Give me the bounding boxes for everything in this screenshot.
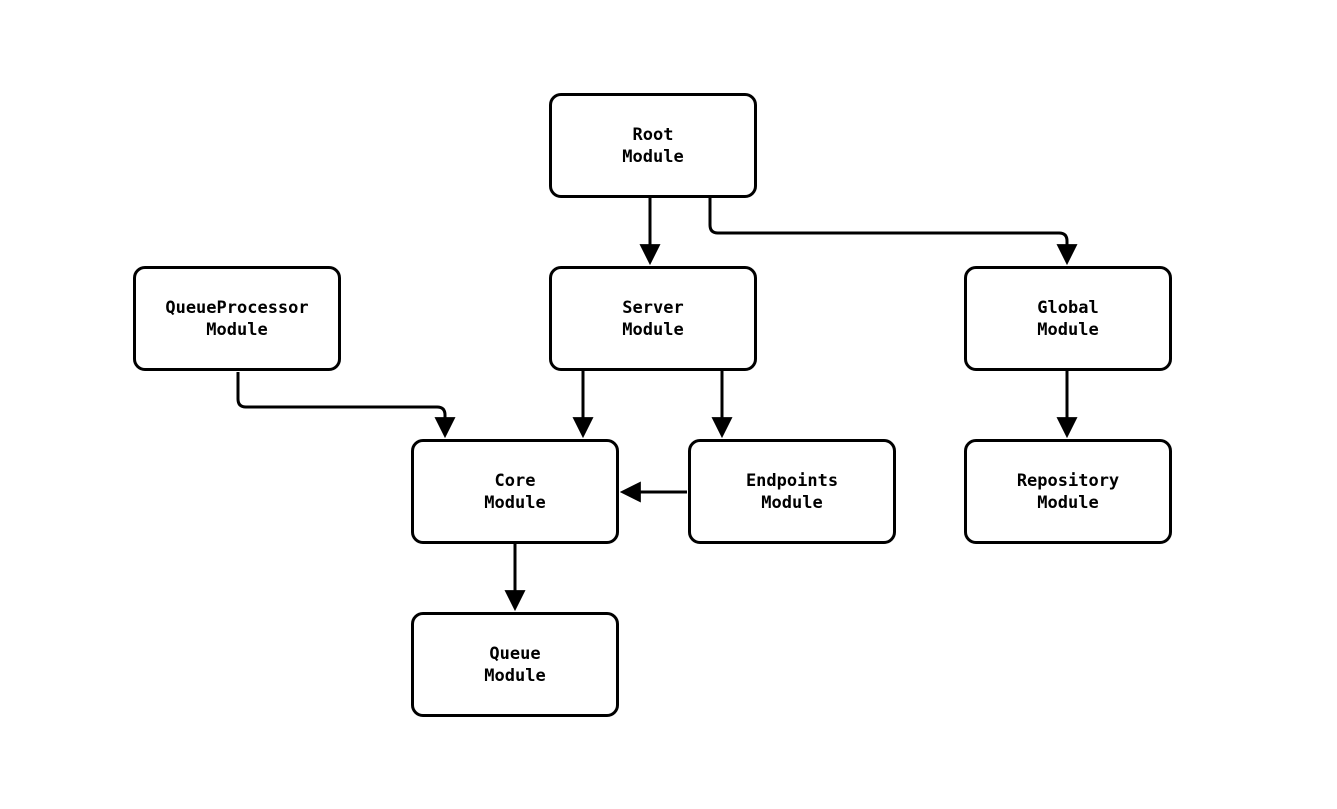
- edge-queueprocessor-module-to-core-module: [236, 372, 456, 439]
- node-label: QueueProcessor: [165, 297, 309, 318]
- node-label: Core: [494, 470, 536, 491]
- node-label: Repository: [1016, 470, 1120, 491]
- node-label: Endpoints: [745, 470, 839, 491]
- node-label: Module: [206, 319, 268, 340]
- node-label: Queue: [489, 643, 541, 664]
- node-label: Module: [1037, 492, 1099, 513]
- node-label: Module: [1037, 319, 1099, 340]
- node-label: Module: [484, 492, 546, 513]
- node-label: Module: [484, 665, 546, 686]
- node-label: Root: [632, 124, 674, 145]
- node-label: Module: [761, 492, 823, 513]
- node-label: Module: [622, 146, 684, 167]
- node-label: Module: [622, 319, 684, 340]
- node-label: Global: [1037, 297, 1099, 318]
- node-label: Server: [622, 297, 684, 318]
- edge-root-module-to-global-module: [708, 198, 1078, 266]
